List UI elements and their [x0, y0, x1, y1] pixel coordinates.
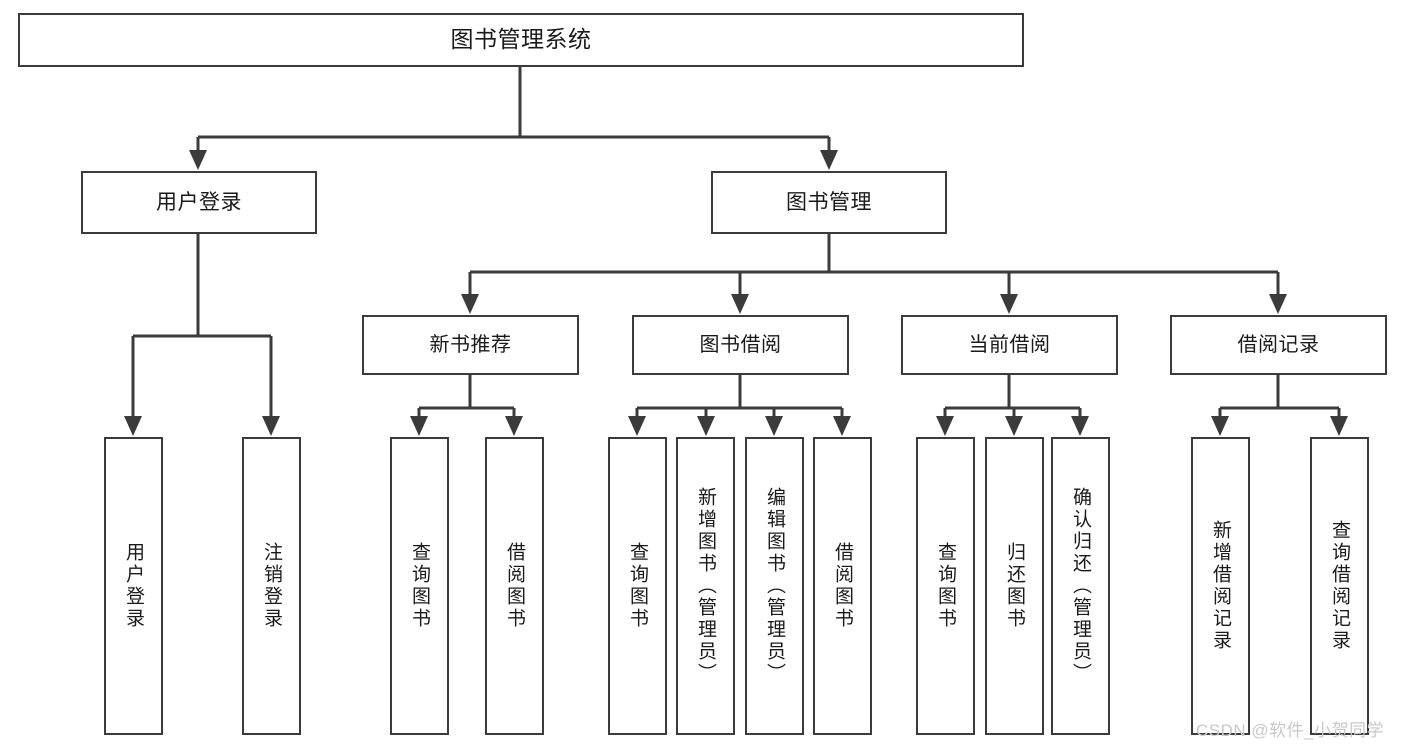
connector-c-arrow-leaf-edit-book [765, 408, 783, 436]
node-label: 新增借阅记录 [1210, 520, 1231, 652]
node-current-borrow[interactable]: 当前借阅 [901, 315, 1118, 375]
node-label: 查询图书 [627, 542, 648, 630]
node-label: 用户登录 [123, 542, 144, 630]
connector-c-arrow-book-borrow [731, 272, 749, 314]
node-label: 借阅记录 [1237, 333, 1320, 356]
node-leaf-query-book-1[interactable]: 查询图书 [390, 437, 449, 735]
node-label: 确认归还（管理员） [1070, 487, 1091, 685]
node-leaf-borrow-book-2[interactable]: 借阅图书 [813, 437, 872, 735]
node-label: 图书管理系统 [450, 26, 592, 53]
node-leaf-logout[interactable]: 注销登录 [242, 437, 301, 735]
node-leaf-return-book[interactable]: 归还图书 [985, 437, 1044, 735]
connector-c-arrow-current-borrow [1000, 272, 1018, 314]
node-label: 借阅图书 [504, 542, 525, 630]
connector-c-arrow-user-login [189, 137, 207, 170]
node-label: 图书管理 [786, 190, 872, 214]
node-label: 图书借阅 [699, 333, 782, 356]
node-label: 用户登录 [156, 190, 242, 214]
node-leaf-edit-book[interactable]: 编辑图书（管理员） [745, 437, 804, 735]
node-label: 新增图书（管理员） [695, 487, 716, 685]
connector-c-arrow-leaf-borrow-book-2 [833, 408, 851, 436]
node-label: 查询图书 [935, 542, 956, 630]
node-label: 注销登录 [261, 542, 282, 630]
connector-c-arrow-leaf-return-book [1005, 408, 1023, 436]
connector-c-arrow-book-manage [820, 137, 838, 170]
connector-c-arrow-leaf-confirm-return [1071, 408, 1089, 436]
connector-c-arrow-leaf-query-record [1330, 408, 1348, 436]
node-label: 归还图书 [1004, 542, 1025, 630]
node-leaf-query-book-3[interactable]: 查询图书 [916, 437, 975, 735]
connector-c-arrow-leaf-user-login [124, 336, 142, 436]
watermark-text: CSDN @软件_小贺同学 [1196, 721, 1385, 740]
node-leaf-query-book-2[interactable]: 查询图书 [608, 437, 667, 735]
node-leaf-user-login[interactable]: 用户登录 [104, 437, 163, 735]
node-new-book-rec[interactable]: 新书推荐 [362, 315, 579, 375]
connector-c-arrow-leaf-query-book-2 [628, 408, 646, 436]
node-leaf-borrow-book-1[interactable]: 借阅图书 [485, 437, 544, 735]
node-label: 编辑图书（管理员） [764, 487, 785, 685]
node-leaf-confirm-return[interactable]: 确认归还（管理员） [1051, 437, 1110, 735]
connector-c-arrow-leaf-query-book-3 [936, 408, 954, 436]
connector-c-arrow-leaf-add-book [697, 408, 715, 436]
node-label: 查询借阅记录 [1329, 520, 1350, 652]
connector-c-arrow-leaf-logout [262, 336, 280, 436]
node-user-login[interactable]: 用户登录 [81, 171, 317, 234]
node-label: 新书推荐 [429, 333, 512, 356]
node-book-borrow[interactable]: 图书借阅 [632, 315, 849, 375]
node-leaf-add-book[interactable]: 新增图书（管理员） [676, 437, 735, 735]
connector-c-arrow-new-book-rec [461, 272, 479, 314]
node-leaf-add-record[interactable]: 新增借阅记录 [1191, 437, 1250, 735]
node-book-manage[interactable]: 图书管理 [711, 171, 947, 234]
connector-c-arrow-borrow-record [1269, 272, 1287, 314]
connector-c-arrow-leaf-add-record [1211, 408, 1229, 436]
node-borrow-record[interactable]: 借阅记录 [1170, 315, 1387, 375]
node-root[interactable]: 图书管理系统 [18, 13, 1024, 67]
node-label: 查询图书 [409, 542, 430, 630]
node-label: 借阅图书 [832, 542, 853, 630]
node-label: 当前借阅 [968, 333, 1051, 356]
connector-c-arrow-leaf-query-book-1 [410, 408, 428, 436]
node-leaf-query-record[interactable]: 查询借阅记录 [1310, 437, 1369, 735]
connector-c-arrow-leaf-borrow-book-1 [505, 408, 523, 436]
